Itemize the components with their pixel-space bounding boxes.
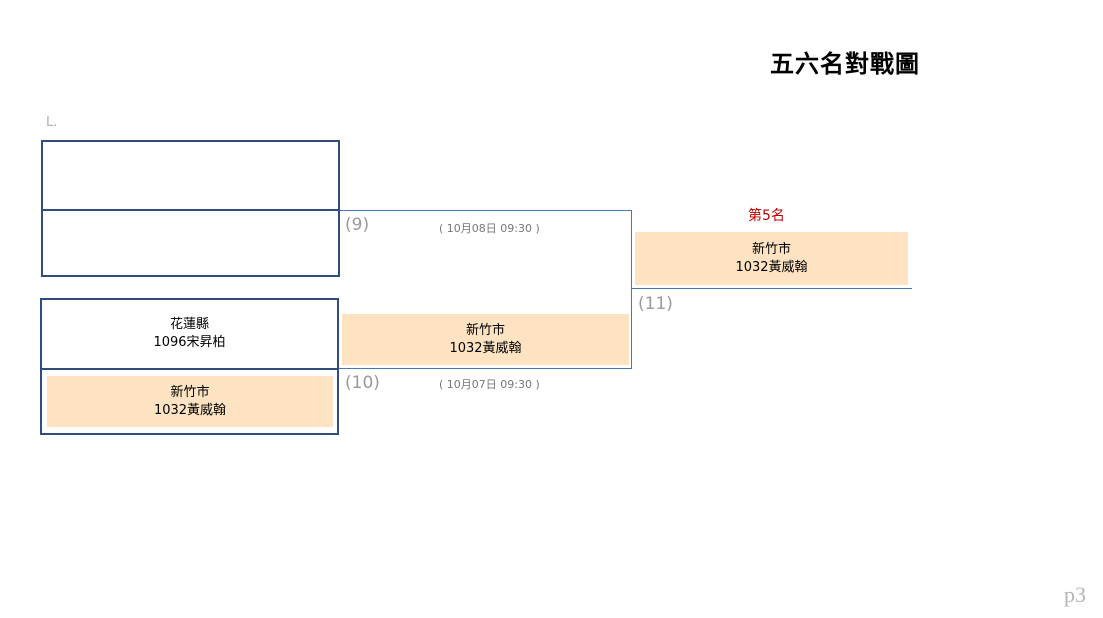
slot-player: 1032黃威翰 bbox=[735, 259, 808, 275]
page-number: p3 bbox=[1064, 582, 1086, 607]
slot-city: 新竹市 bbox=[170, 384, 210, 400]
match10-winner: 新竹市 1032黃威翰 bbox=[342, 314, 629, 365]
match9-time: ( 10月08日 09:30 ) bbox=[439, 222, 540, 235]
final-winner: 新竹市 1032黃威翰 bbox=[635, 232, 908, 285]
bracket-pair-top bbox=[41, 140, 340, 277]
slot-city: 新竹市 bbox=[465, 322, 505, 338]
final-place-label: 第5名 bbox=[748, 208, 785, 224]
match9-line bbox=[340, 210, 632, 211]
bracket-slot-top-1 bbox=[43, 142, 338, 211]
slot-player: 1032黃威翰 bbox=[153, 402, 227, 418]
bracket-slot-bottom-2-winner: 新竹市 1032黃威翰 bbox=[47, 376, 333, 427]
page-title: 五六名對戰圖 bbox=[770, 50, 920, 78]
match9-number: (9) bbox=[345, 215, 370, 235]
sheet-label: L. bbox=[46, 115, 58, 130]
match11-number: (11) bbox=[638, 294, 673, 314]
match10-number: (10) bbox=[345, 373, 380, 393]
slot-player: 1032黃威翰 bbox=[449, 340, 522, 356]
slot-city: 花蓮縣 bbox=[169, 317, 209, 332]
final-line bbox=[632, 288, 912, 289]
match10-line bbox=[339, 368, 632, 369]
slot-city: 新竹市 bbox=[751, 241, 791, 257]
slot-player: 1096宋昇柏 bbox=[153, 335, 226, 350]
bracket-slot-top-2 bbox=[43, 211, 338, 275]
match11-joiner bbox=[631, 210, 632, 369]
bracket-slot-bottom-1: 花蓮縣 1096宋昇柏 bbox=[42, 300, 337, 370]
match10-time: ( 10月07日 09:30 ) bbox=[439, 378, 540, 391]
